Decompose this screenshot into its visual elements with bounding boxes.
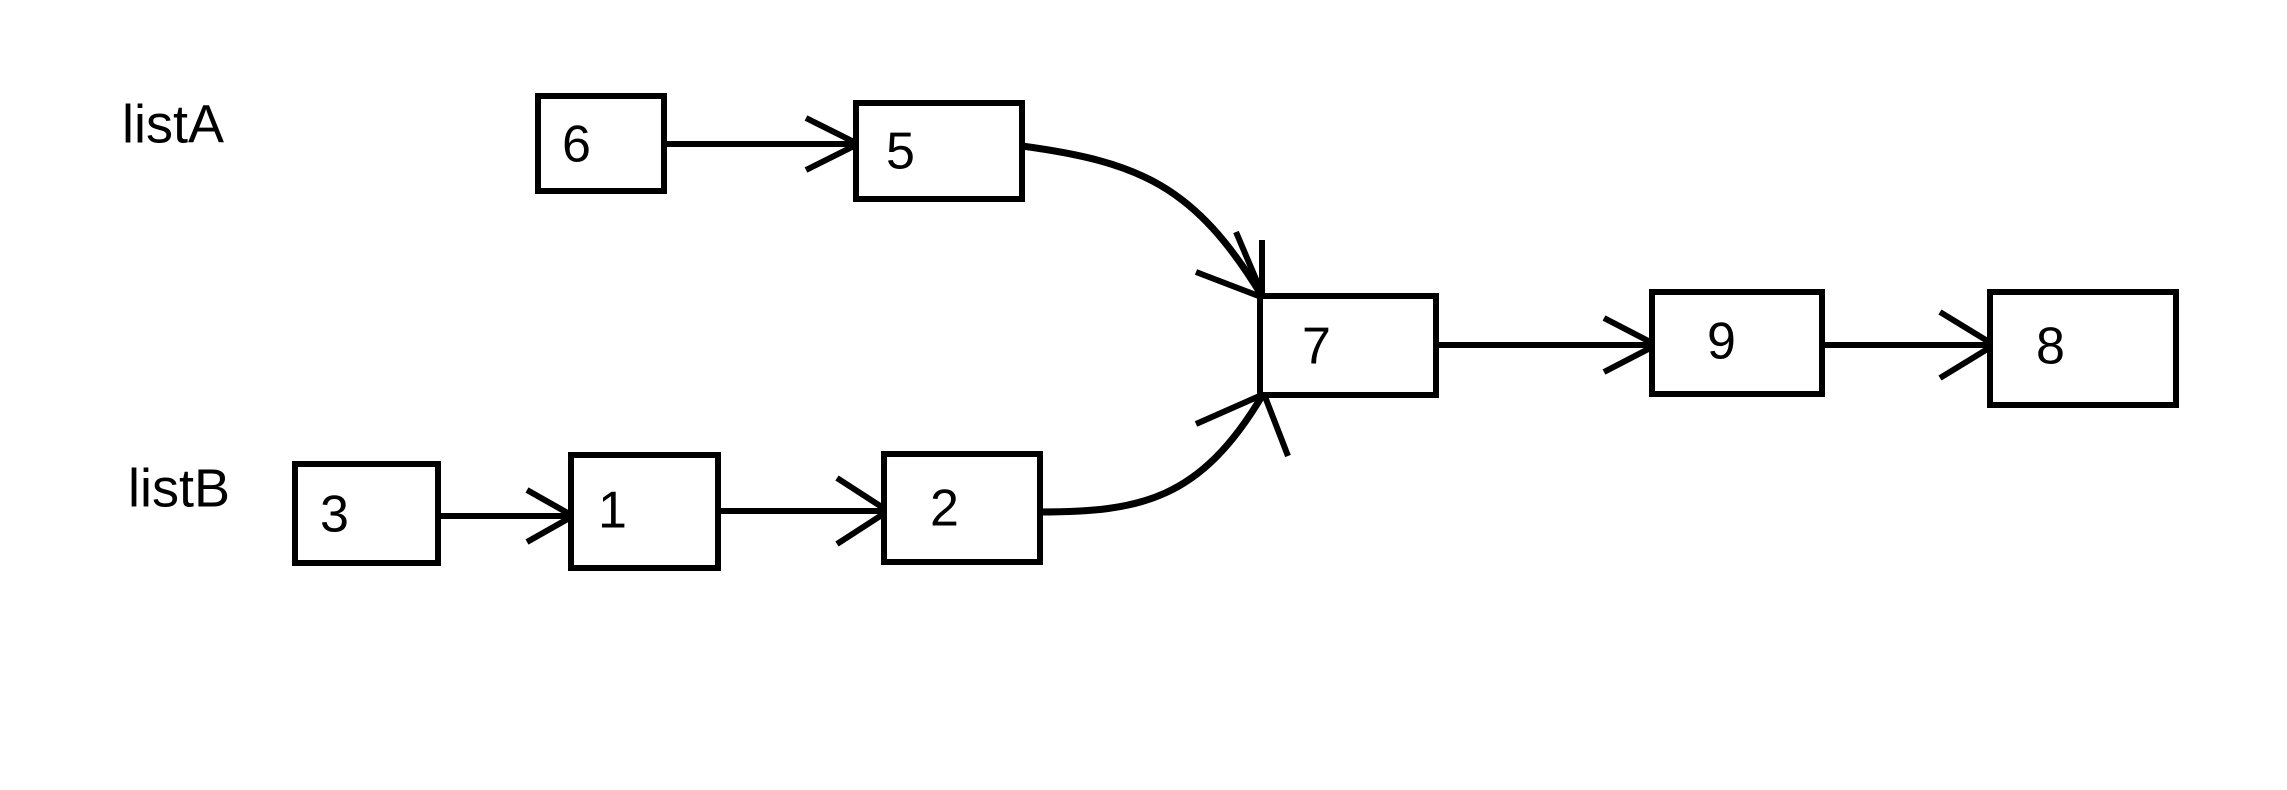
- node-2[interactable]: 2: [881, 451, 1043, 565]
- node-1[interactable]: 1: [568, 452, 721, 571]
- node-3-label: 3: [320, 486, 349, 544]
- edge-3-to-1: [438, 487, 580, 545]
- list-b-label: listB: [128, 458, 230, 518]
- edge-1-to-2: [718, 475, 894, 547]
- node-5[interactable]: 5: [853, 100, 1025, 202]
- edge-7-to-9: [1436, 315, 1663, 375]
- list-a-label: listA: [122, 94, 224, 154]
- node-9[interactable]: 9: [1649, 289, 1825, 397]
- node-2-label: 2: [930, 480, 959, 538]
- node-6-label: 6: [562, 116, 591, 174]
- edge-6-to-5: [664, 115, 865, 173]
- node-5-label: 5: [886, 123, 915, 181]
- node-8[interactable]: 8: [1987, 289, 2179, 408]
- node-9-label: 9: [1707, 313, 1736, 371]
- node-8-label: 8: [2036, 318, 2065, 376]
- node-3[interactable]: 3: [292, 461, 441, 566]
- edge-2-to-7: [1036, 330, 1291, 516]
- edge-5-to-7: [1018, 142, 1270, 330]
- node-6[interactable]: 6: [535, 93, 667, 194]
- edge-9-to-8: [1822, 309, 2000, 381]
- node-7-label: 7: [1302, 318, 1331, 376]
- node-1-label: 1: [598, 482, 627, 540]
- node-7[interactable]: 7: [1257, 293, 1439, 398]
